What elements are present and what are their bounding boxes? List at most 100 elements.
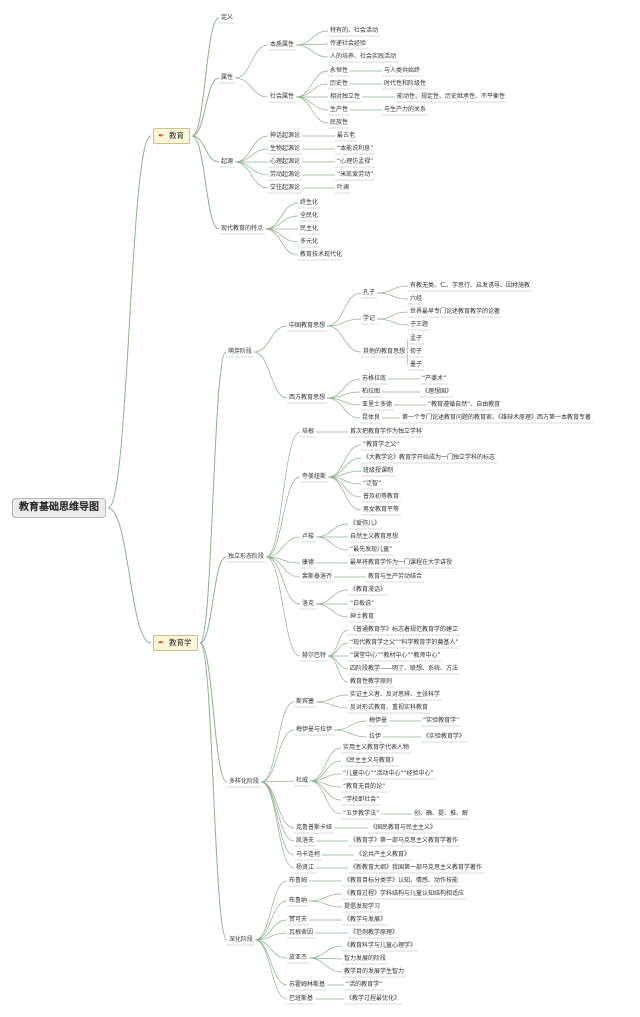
node-a24[interactable]: 劳动起源论 xyxy=(270,171,301,178)
node-b3[interactable]: 孔子 xyxy=(363,289,376,296)
node-d4[interactable]: 反对形式教育、重视实科教育 xyxy=(350,704,429,711)
node-d23[interactable]: 《论共产主义教育》 xyxy=(356,851,411,858)
node-d2[interactable]: 斯宾塞 xyxy=(296,698,315,705)
node-d15[interactable]: “学校即社会” xyxy=(343,796,380,803)
node-c12[interactable]: 《爱弥儿》 xyxy=(350,520,381,527)
node-e7[interactable]: 赞可夫 xyxy=(289,916,308,923)
node-a4[interactable]: 特有的、社会活动 xyxy=(330,27,379,34)
node-a5[interactable]: 传递社会经验 xyxy=(330,40,367,47)
node-a23[interactable]: “心理仿孟禄” xyxy=(337,158,374,165)
node-a25[interactable]: “米凯爱劳动” xyxy=(337,171,374,178)
node-c24[interactable]: 《普通教育学》标志着规范教育学的建立 xyxy=(350,626,459,633)
node-d14[interactable]: “教育无目的论” xyxy=(343,783,386,790)
node-c10[interactable]: 男女教育平等 xyxy=(363,506,400,513)
node-d21[interactable]: 《教育学》第一部马克思主义教育学著作 xyxy=(350,837,459,844)
node-c4[interactable]: 夸美纽斯 xyxy=(302,473,327,480)
node-b2[interactable]: 中国教育思想 xyxy=(289,322,326,329)
node-c9[interactable]: 普及初等教育 xyxy=(363,493,400,500)
node-c5[interactable]: “教育学之父” xyxy=(363,441,400,448)
node-e11[interactable]: 皮亚杰 xyxy=(289,954,308,961)
node-c15[interactable]: 康德 xyxy=(302,559,315,566)
node-a26[interactable]: 交往起源论 xyxy=(270,184,301,191)
node-c3[interactable]: 首次把教育学作为独立学科 xyxy=(350,428,423,435)
node-c28[interactable]: 教育性教学原则 xyxy=(350,678,393,685)
node-a6[interactable]: 人的培养、社会实践活动 xyxy=(330,53,397,60)
node-a18[interactable]: 神话起源论 xyxy=(270,132,301,139)
node-c16[interactable]: 最早将教育学作为一门课程在大学讲授 xyxy=(350,559,453,566)
node-b6[interactable]: 学记 xyxy=(363,315,376,322)
node-d5[interactable]: 梅伊曼与拉伊 xyxy=(296,726,333,733)
node-a22[interactable]: 心理起源论 xyxy=(270,158,301,165)
node-c8[interactable]: “泛智” xyxy=(363,480,382,487)
node-c20[interactable]: 《教育漫话》 xyxy=(350,586,387,593)
node-d16[interactable]: “五步教学法” xyxy=(343,810,380,817)
node-b20[interactable]: 昆体良 xyxy=(362,414,381,421)
node-b8[interactable]: 子王题 xyxy=(410,321,429,328)
node-b9[interactable]: 其他的教育思想 xyxy=(363,348,406,355)
node-a17[interactable]: 起源 xyxy=(221,158,234,165)
node-d20[interactable]: 凯洛夫 xyxy=(296,837,315,844)
node-b14[interactable]: 苏格拉底 xyxy=(362,375,387,382)
node-d10[interactable]: 杜威 xyxy=(296,777,309,784)
node-d3[interactable]: 实证主义者、反对思辨、主张科学 xyxy=(350,691,441,698)
node-c25[interactable]: “现代教育学之父”“科学教育学的奠基人” xyxy=(350,639,459,646)
node-b10[interactable]: 孟子 xyxy=(410,335,423,342)
node-a32[interactable]: 多元化 xyxy=(300,238,319,245)
node-d22[interactable]: 马卡连柯 xyxy=(296,851,321,858)
node-c13[interactable]: 自然主义教育思想 xyxy=(350,533,399,540)
node-c17[interactable]: 裴斯泰洛齐 xyxy=(302,573,333,580)
node-a10[interactable]: 历史性 xyxy=(330,80,349,87)
node-d24[interactable]: 杨贤江 xyxy=(296,864,315,871)
node-e14[interactable]: 教学目的发展学生智力 xyxy=(344,968,405,975)
node-a9[interactable]: 与人类共始终 xyxy=(384,67,421,74)
node-e4[interactable]: 布鲁纳 xyxy=(289,897,308,904)
node-e2[interactable]: 布鲁姆 xyxy=(289,877,308,884)
node-b18[interactable]: 亚里士多德 xyxy=(362,401,393,408)
node-e10[interactable]: 《范例教学原理》 xyxy=(350,929,399,936)
node-c11[interactable]: 卢梭 xyxy=(302,533,315,540)
node-b7[interactable]: 世界最早专门论述教育教学的论著 xyxy=(410,308,501,315)
node-e1[interactable]: 深化阶段 xyxy=(229,936,254,943)
node-e9[interactable]: 瓦根舍因 xyxy=(289,929,314,936)
node-b1[interactable]: 萌芽阶段 xyxy=(228,348,253,355)
node-c1[interactable]: 独立形态阶段 xyxy=(228,553,265,560)
node-e17[interactable]: 巴班斯基 xyxy=(289,995,314,1002)
node-c22[interactable]: 绅士教育 xyxy=(350,613,375,620)
node-a31[interactable]: 民主化 xyxy=(300,225,319,232)
node-b19[interactable]: “教育遵循自然”、自由教育 xyxy=(428,401,501,408)
node-b21[interactable]: 第一个专门论述教育问题的教育家、《雄辩术原理》西方第一本教育专著 xyxy=(402,414,592,421)
node-d25[interactable]: 《新教育大纲》我国第一部马克思主义教育学著作 xyxy=(350,864,483,871)
node-a30[interactable]: 全民化 xyxy=(300,212,319,219)
node-e3[interactable]: 《教育目标分类学》认知、情感、动作技能 xyxy=(344,877,459,884)
node-a12[interactable]: 相对独立性 xyxy=(330,93,361,100)
node-c19[interactable]: 洛克 xyxy=(302,600,315,607)
node-a20[interactable]: 生物起源论 xyxy=(270,145,301,152)
node-b12[interactable]: 墨子 xyxy=(410,361,423,368)
node-a11[interactable]: 时代性和阶级性 xyxy=(384,80,427,87)
node-d9[interactable]: 《实验教育学》 xyxy=(423,733,466,740)
node-e15[interactable]: 苏霍姆林斯基 xyxy=(289,981,326,988)
node-d13[interactable]: “儿童中心”“活动中心”“经验中心” xyxy=(343,770,434,777)
node-d7[interactable]: “实验教育学” xyxy=(423,717,460,724)
node-b11[interactable]: 荀子 xyxy=(410,348,423,355)
node-d17[interactable]: 创、确、提、推、解 xyxy=(414,810,469,817)
node-a16[interactable]: 民族性 xyxy=(330,119,349,126)
node-e13[interactable]: 智力发展的阶段 xyxy=(344,955,387,962)
node-c2[interactable]: 培根 xyxy=(302,428,315,435)
node-c23[interactable]: 赫尔巴特 xyxy=(302,652,327,659)
node-a8[interactable]: 永恒性 xyxy=(330,67,349,74)
node-a7[interactable]: 社会属性 xyxy=(270,93,295,100)
hub-jy[interactable]: ✒教育 xyxy=(153,128,190,144)
node-a21[interactable]: “本能说利息” xyxy=(337,145,374,152)
node-e18[interactable]: 《教学过程最优化》 xyxy=(346,995,401,1002)
node-d12[interactable]: 《民主主义与教育》 xyxy=(343,757,398,764)
node-b13[interactable]: 西方教育思想 xyxy=(289,394,326,401)
node-c7[interactable]: 班级授课制 xyxy=(363,467,394,474)
node-a2[interactable]: 属性 xyxy=(221,74,234,81)
node-b17[interactable]: 《理想国》 xyxy=(422,388,453,395)
node-c6[interactable]: 《大教学论》教育学开始成为一门独立学科的标志 xyxy=(363,454,496,461)
node-a15[interactable]: 与生产力的关系 xyxy=(384,106,427,113)
node-c21[interactable]: “白板说” xyxy=(350,600,375,607)
node-d6[interactable]: 梅伊曼 xyxy=(369,717,388,724)
node-a29[interactable]: 终生化 xyxy=(300,199,319,206)
